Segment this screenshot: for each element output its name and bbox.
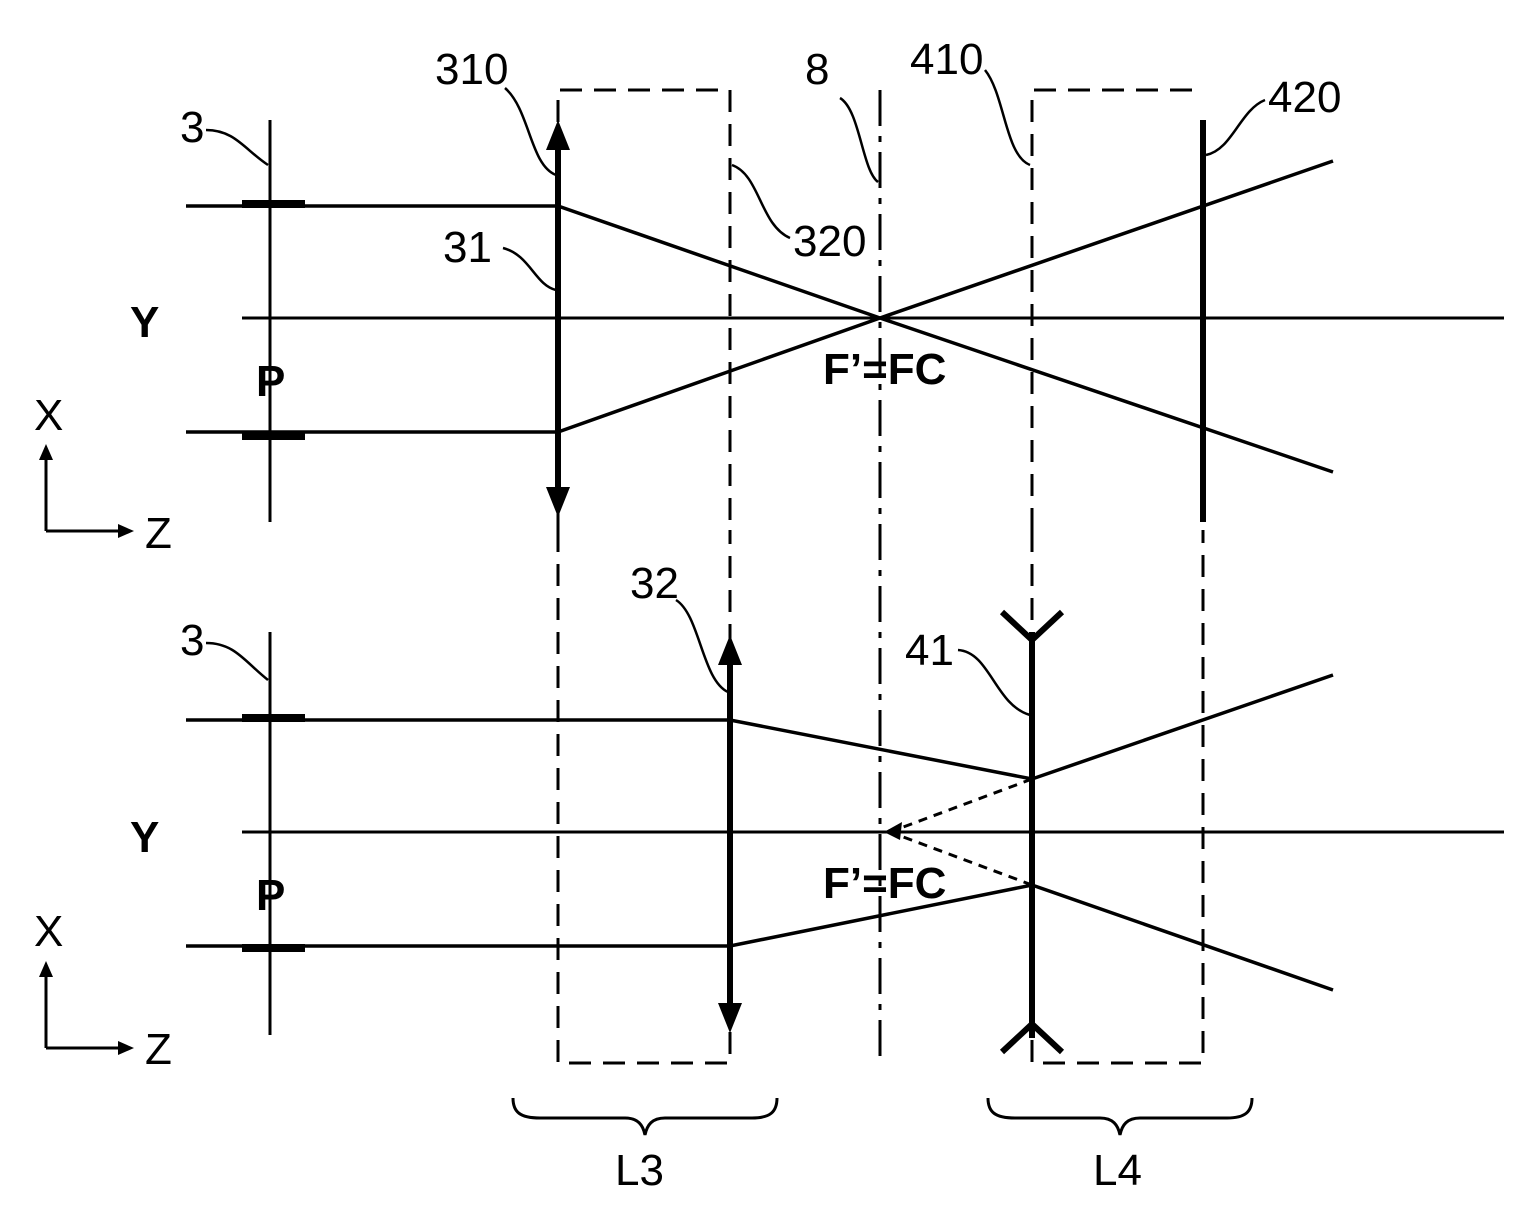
z-axis-arrowhead-bottom — [118, 1041, 134, 1055]
virtual-ray-upper — [898, 779, 1032, 829]
lens-group-l4-box-bottom — [1032, 530, 1203, 1063]
label-x-axis-top: X — [34, 391, 63, 440]
label-410: 410 — [910, 35, 983, 84]
lens-group-l4-box-top — [1032, 90, 1203, 530]
label-32: 32 — [630, 559, 679, 608]
brace-l4 — [988, 1098, 1252, 1135]
label-8: 8 — [805, 45, 829, 94]
leader-8 — [840, 98, 878, 182]
x-axis-arrowhead-top — [39, 444, 53, 460]
leader-420 — [1206, 100, 1265, 155]
label-focus-top: F’=FC — [823, 345, 946, 394]
label-y-top: Y — [130, 298, 159, 347]
ray-upper-bottom — [186, 675, 1333, 779]
leader-32 — [676, 600, 728, 692]
label-z-axis-bottom: Z — [145, 1025, 172, 1074]
brace-l3 — [513, 1098, 777, 1135]
label-l4: L4 — [1093, 1146, 1142, 1195]
lens-group-l3-box-bottom — [558, 530, 730, 1063]
lens-31-arrowhead-up — [546, 120, 570, 150]
label-41: 41 — [905, 626, 954, 675]
label-x-axis-bottom: X — [34, 907, 63, 956]
lens-group-l3-box-top — [558, 90, 730, 530]
label-l3: L3 — [615, 1146, 664, 1195]
label-420: 420 — [1268, 73, 1341, 122]
label-y-bottom: Y — [130, 813, 159, 862]
bottom-diagram — [39, 530, 1504, 1063]
lens-31-arrowhead-down — [546, 487, 570, 517]
x-axis-arrowhead-bottom — [39, 961, 53, 977]
leader-3-bottom — [206, 643, 268, 680]
ray-lower-bottom — [186, 885, 1333, 990]
label-p-top: P — [256, 357, 285, 406]
lens-32-arrowhead-up — [718, 635, 742, 665]
leader-310 — [505, 88, 556, 175]
lens-32-arrowhead-down — [718, 1003, 742, 1033]
label-320: 320 — [793, 217, 866, 266]
leader-31 — [503, 248, 556, 290]
label-3-top: 3 — [180, 103, 204, 152]
label-z-axis-top: Z — [145, 509, 172, 558]
label-p-bottom: P — [256, 871, 285, 920]
leader-3-top — [206, 130, 268, 165]
label-31: 31 — [443, 223, 492, 272]
leader-41 — [958, 650, 1030, 715]
z-axis-arrowhead-top — [118, 524, 134, 538]
label-310: 310 — [435, 45, 508, 94]
virtual-focus-arrowhead — [884, 822, 902, 840]
label-focus-bottom: F’=FC — [823, 859, 946, 908]
leader-320 — [732, 165, 790, 238]
leader-410 — [985, 70, 1030, 165]
label-3-bottom: 3 — [180, 616, 204, 665]
